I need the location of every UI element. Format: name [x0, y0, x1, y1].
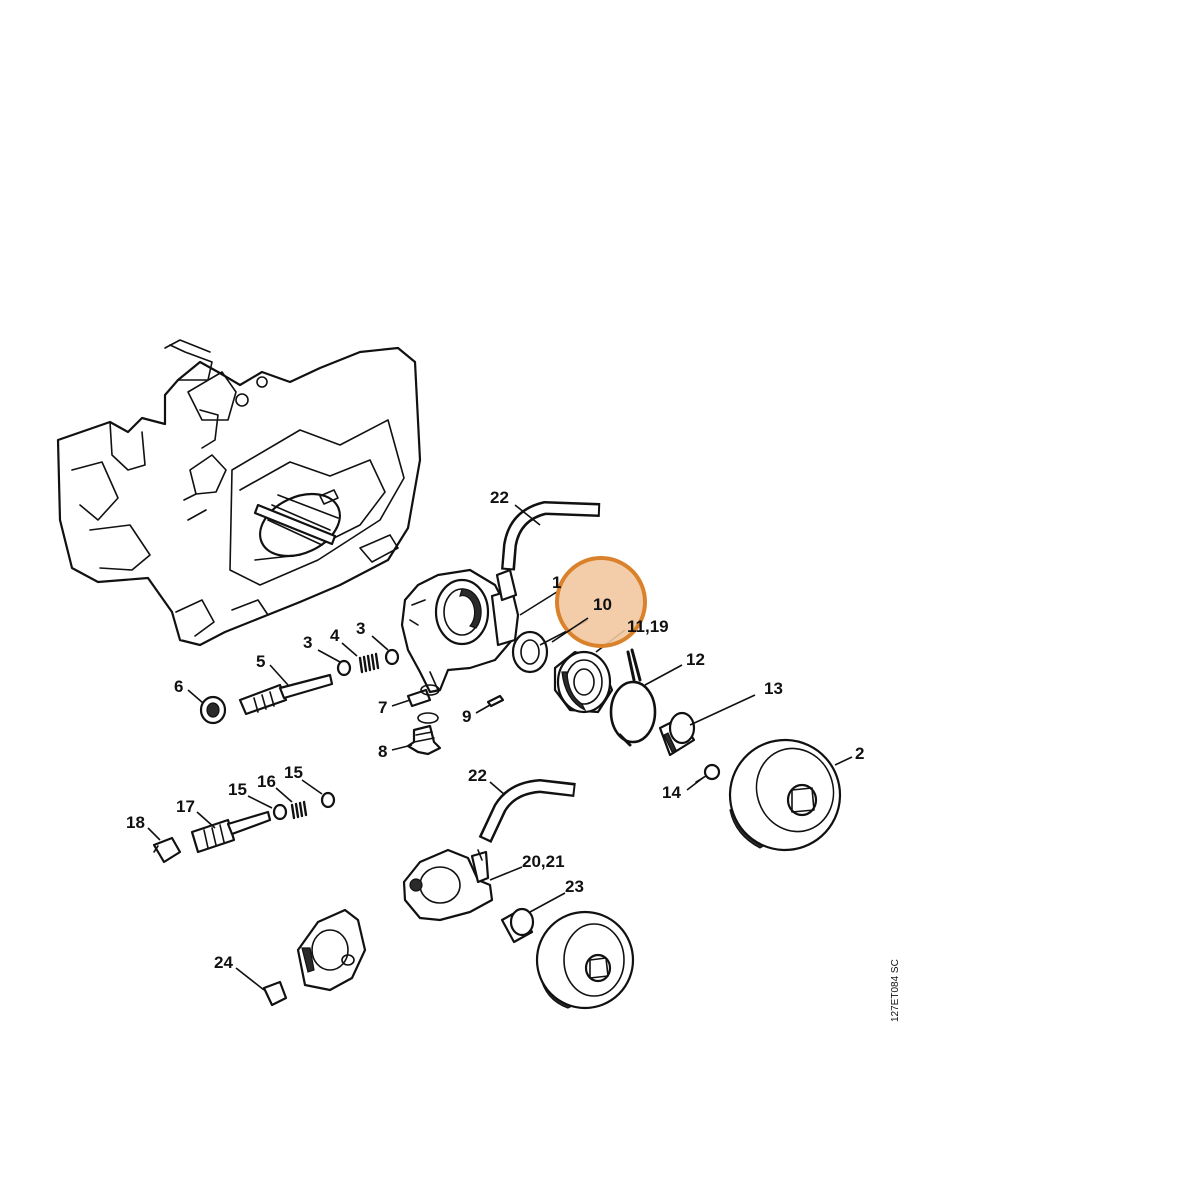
callout-3-right: 3 [356, 619, 365, 638]
leader-10 [551, 617, 589, 643]
oil-hose-lower [478, 778, 576, 843]
callout-9: 9 [462, 707, 471, 726]
callout-2: 2 [855, 744, 864, 763]
washer-3b [384, 648, 400, 666]
cap-18 [152, 836, 182, 864]
oil-hose-upper [501, 500, 601, 571]
callout-10: 10 [593, 595, 612, 614]
pump-plunger-5 [238, 673, 334, 716]
callout-5: 5 [256, 652, 265, 671]
valve-8 [406, 724, 442, 756]
oil-pump-housing [400, 568, 520, 694]
callout-14: 14 [662, 783, 681, 802]
callout-15-left: 15 [228, 780, 247, 799]
leader-lines [147, 504, 853, 991]
oil-pump-lower-20-21 [402, 848, 494, 922]
callout-18: 18 [126, 813, 145, 832]
reference-code: 127ET084 SC [890, 959, 901, 1022]
callout-15-right: 15 [284, 763, 303, 782]
callout-labels: 22 1 10 11,19 12 13 2 14 3 4 3 5 6 7 8 9… [126, 488, 864, 972]
o-ring-7 [406, 684, 440, 724]
washer-3a [336, 659, 352, 677]
cap-24 [262, 980, 288, 1007]
callout-12: 12 [686, 650, 705, 669]
callout-22-lower: 22 [468, 766, 487, 785]
clutch-drum-2 [728, 738, 842, 852]
washer-10 [511, 630, 549, 674]
plunger-17 [190, 810, 272, 854]
spring-4 [358, 652, 380, 674]
washer-15b [320, 791, 336, 809]
callout-13: 13 [764, 679, 783, 698]
rim-sprocket [535, 910, 635, 1010]
sleeve-13 [658, 711, 696, 757]
spring-16 [290, 800, 308, 820]
callout-7: 7 [378, 698, 387, 717]
callout-4: 4 [330, 626, 340, 645]
callout-16: 16 [257, 772, 276, 791]
callout-24: 24 [214, 953, 233, 972]
crankcase-housing [56, 339, 422, 647]
cover-plate [296, 908, 367, 992]
callout-6: 6 [174, 677, 183, 696]
worm-gear-11-19 [553, 650, 614, 714]
callout-3-left: 3 [303, 633, 312, 652]
washer-15a [272, 803, 288, 821]
callout-8: 8 [378, 742, 387, 761]
callout-20-21: 20,21 [522, 852, 565, 871]
callout-22-upper: 22 [490, 488, 509, 507]
pin-9 [486, 694, 505, 708]
bolt-6 [199, 695, 227, 725]
callout-17: 17 [176, 797, 195, 816]
screw-14 [695, 763, 721, 783]
worm-23 [500, 907, 535, 944]
callout-11-19: 11,19 [627, 617, 669, 636]
spring-clip-12 [609, 648, 657, 747]
callout-23: 23 [565, 877, 584, 896]
callout-1: 1 [552, 573, 561, 592]
